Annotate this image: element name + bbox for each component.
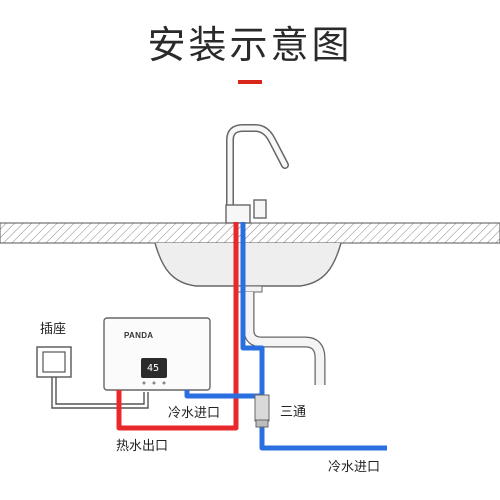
socket-label: 插座 (40, 321, 67, 336)
heater-brand-logo: PANDA (124, 331, 154, 340)
hot-outlet-label: 热水出口 (116, 438, 169, 453)
heater-cold-inlet-label: 冷水进口 (168, 405, 221, 420)
drain-pipe (243, 292, 326, 385)
tee-label: 三通 (280, 404, 307, 419)
tee-fitting-icon (254, 394, 270, 428)
cold-water-pipe (184, 222, 387, 451)
page-title: 安装示意图 (147, 25, 353, 67)
power-cord (51, 377, 149, 409)
heater-temperature-display: 45 (147, 363, 160, 374)
title-accent-bar (238, 80, 262, 84)
sink-icon (154, 242, 342, 293)
faucet-icon (225, 124, 289, 224)
socket-icon (36, 346, 72, 378)
hot-water-pipe (116, 222, 239, 431)
countertop (0, 222, 500, 244)
water-heater-icon (103, 317, 211, 391)
main-cold-inlet-label: 冷水进口 (328, 459, 381, 474)
